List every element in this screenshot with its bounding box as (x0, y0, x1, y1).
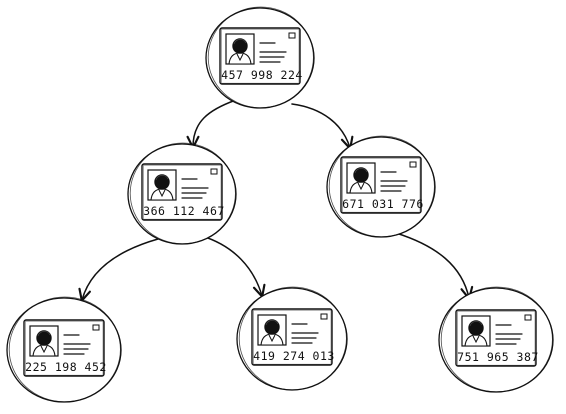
person-icon (260, 319, 284, 346)
id-number: 225 198 452 (25, 360, 107, 374)
id-number: 419 274 013 (253, 349, 335, 363)
id-card-icon: 457 998 224 (219, 27, 303, 85)
id-number: 366 112 467 (143, 204, 225, 218)
tree-node-left-left: 225 198 452 (6, 296, 122, 403)
id-card-icon: 751 965 387 (455, 309, 539, 367)
card-text-lines (495, 324, 523, 345)
id-card-icon: 671 031 776 (340, 156, 424, 214)
tree-node-root: 457 998 224 (205, 6, 315, 109)
id-card-icon: 225 198 452 (23, 319, 107, 377)
tree-node-right-right: 751 965 387 (438, 286, 554, 393)
nodes-layer: 457 998 224 366 112 467 671 031 776 225 198… (6, 6, 554, 403)
tree-node-left: 366 112 467 (127, 142, 237, 245)
node-circle-sketch (207, 6, 314, 109)
edge-left-to-left-left (78, 238, 159, 302)
card-text-lines (63, 334, 91, 355)
edge-right-to-right-right (395, 232, 474, 300)
edge-root-to-right (291, 103, 354, 150)
id-number: 671 031 776 (342, 197, 424, 211)
tree-node-right: 671 031 776 (326, 135, 436, 238)
node-circle-sketch (129, 142, 236, 245)
edge-root-to-left (186, 99, 237, 149)
edge-left-to-left-right (201, 235, 266, 298)
card-text-lines (181, 178, 209, 199)
stamp-mark (524, 314, 532, 321)
tree-node-left-right: 419 274 013 (236, 286, 348, 391)
stamp-mark (409, 161, 417, 168)
node-circle-sketch (238, 286, 347, 391)
card-text-lines (259, 42, 287, 63)
edges-layer (78, 99, 474, 302)
person-icon (150, 174, 174, 201)
person-icon (32, 330, 56, 357)
person-icon (464, 320, 488, 347)
stamp-mark (92, 324, 100, 331)
id-number: 751 965 387 (457, 350, 539, 364)
node-circle-sketch (8, 296, 121, 403)
person-icon (349, 167, 373, 194)
card-text-lines (380, 171, 408, 192)
id-card-icon: 419 274 013 (251, 308, 335, 366)
card-text-lines (291, 323, 319, 344)
stamp-mark (210, 168, 218, 175)
stamp-mark (320, 313, 328, 320)
id-card-icon: 366 112 467 (141, 163, 225, 221)
node-circle-sketch (440, 286, 553, 393)
id-number: 457 998 224 (221, 68, 303, 82)
person-icon (228, 38, 252, 65)
stamp-mark (288, 32, 296, 39)
node-circle-sketch (328, 135, 435, 238)
